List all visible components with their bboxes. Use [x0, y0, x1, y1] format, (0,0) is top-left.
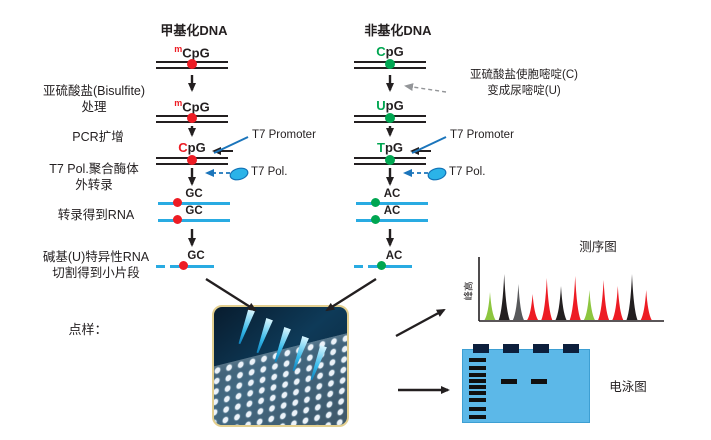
rna-strand	[158, 202, 230, 205]
sequencing-chart-ylabel: 峰高	[464, 281, 475, 301]
cpg-site-dot	[385, 155, 395, 165]
site-dot	[371, 198, 380, 207]
trace-peak	[541, 278, 553, 320]
site-label: mCpG	[174, 98, 210, 115]
ladder-band	[469, 407, 486, 411]
left-column-title: 甲基化DNA	[160, 23, 228, 38]
spotting-photo	[212, 305, 349, 427]
t7-polymerase-icon	[427, 167, 447, 181]
sample-band	[531, 379, 547, 384]
dna-duplex-unmethylated-3: TpG	[354, 140, 426, 170]
fragment-label: GC	[187, 250, 205, 262]
cpg-site-dot	[187, 113, 197, 123]
fragment-strand	[368, 265, 412, 268]
trace-peak	[612, 286, 624, 320]
rna-fragment-left: GC	[156, 250, 222, 270]
rna-transcript: GC	[158, 205, 230, 224]
trace-peak	[640, 290, 652, 320]
sequencing-chart-title: 测序图	[579, 240, 617, 254]
cpg-site-dot	[385, 59, 395, 69]
rna-label: GC	[185, 188, 203, 200]
arrow-to-sequencing-chart	[395, 308, 446, 338]
gel-well	[473, 344, 489, 353]
electrophoresis-gel	[462, 344, 590, 423]
site-label: CpG	[178, 140, 206, 155]
site-dot	[173, 198, 182, 207]
rna-strand	[356, 219, 428, 222]
ladder-band	[469, 391, 486, 395]
cpg-site-dot	[187, 155, 197, 165]
gel-well	[533, 344, 549, 353]
step-label-rna: 转录得到RNA	[57, 208, 135, 222]
dna-duplex-unmethylated-2: UpG	[354, 98, 426, 128]
fragment-dash	[156, 265, 165, 268]
t7-pol-label-right: T7 Pol.	[449, 166, 486, 178]
trace-peak	[512, 284, 524, 320]
site-label: UpG	[376, 98, 404, 113]
gel-title: 电泳图	[609, 380, 647, 394]
sample-band	[501, 379, 517, 384]
site-dot	[371, 215, 380, 224]
ladder-band	[469, 385, 486, 389]
cpg-site-dot	[187, 59, 197, 69]
trace-peak	[527, 294, 539, 320]
trace-peak	[484, 292, 496, 320]
site-label: TpG	[376, 140, 403, 155]
ladder-band	[469, 415, 486, 419]
site-label: CpG	[376, 44, 404, 59]
rna-transcript: AC	[356, 188, 428, 207]
fragment-dash	[354, 265, 363, 268]
site-dot	[173, 215, 182, 224]
trace-peak	[583, 290, 595, 320]
gel-well	[563, 344, 579, 353]
dna-duplex-unmethylated-1: CpG	[354, 44, 426, 74]
ladder-band	[469, 379, 486, 383]
trace-peak	[598, 280, 610, 320]
ladder-band	[469, 366, 486, 370]
microplate	[214, 323, 347, 425]
right-column-title: 非基化DNA	[364, 23, 432, 38]
dna-duplex-methylated-2: mCpG	[156, 98, 228, 128]
trace-peak	[569, 276, 581, 320]
trace-peak	[555, 286, 567, 320]
step-label-pcr: PCR扩增	[72, 130, 124, 144]
ladder-band	[469, 398, 486, 402]
t7-polymerase-icon	[229, 167, 249, 181]
gel-well	[503, 344, 519, 353]
rna-label: AC	[383, 205, 401, 217]
t7-promoter-label-left: T7 Promoter	[252, 129, 316, 141]
dna-duplex-methylated-1: mCpG	[156, 44, 228, 74]
rna-label: GC	[185, 205, 203, 217]
pipette-tip-icon	[234, 308, 257, 346]
site-label: mCpG	[174, 44, 210, 61]
rna-transcript: AC	[356, 205, 428, 224]
pipette-tip-icon	[252, 317, 275, 355]
step-label-t7-transcription: T7 Pol.聚合酶体 外转录	[49, 162, 139, 193]
trace-peak	[498, 274, 510, 320]
fragment-label: AC	[385, 250, 403, 262]
step-label-spotting: 点样：	[68, 322, 108, 337]
fragment-strand	[170, 265, 214, 268]
trace-peak	[626, 274, 638, 320]
site-dot	[377, 261, 386, 270]
t7-promoter-label-right: T7 Promoter	[450, 129, 514, 141]
ladder-band	[469, 358, 486, 362]
site-dot	[179, 261, 188, 270]
ladder-band	[469, 373, 486, 377]
dna-duplex-methylated-3: CpG	[156, 140, 228, 170]
rna-transcript: GC	[158, 188, 230, 207]
t7-pol-label-left: T7 Pol.	[251, 166, 288, 178]
rna-label: AC	[383, 188, 401, 200]
cpg-site-dot	[385, 113, 395, 123]
rna-fragment-right: AC	[354, 250, 420, 270]
annotation-arrow	[404, 83, 447, 93]
rna-strand	[158, 219, 230, 222]
rna-strand	[356, 202, 428, 205]
bisulfite-note: 亚硫酸盐使胞嘧啶(C) 变成尿嘧啶(U)	[470, 69, 578, 97]
step-label-bisulfite: 亚硫酸盐(Bisulfite) 处理	[42, 84, 146, 115]
step-label-cleavage: 碱基(U)特异性RNA 切割得到小片段	[42, 250, 150, 281]
sequencing-peaks	[484, 274, 652, 320]
